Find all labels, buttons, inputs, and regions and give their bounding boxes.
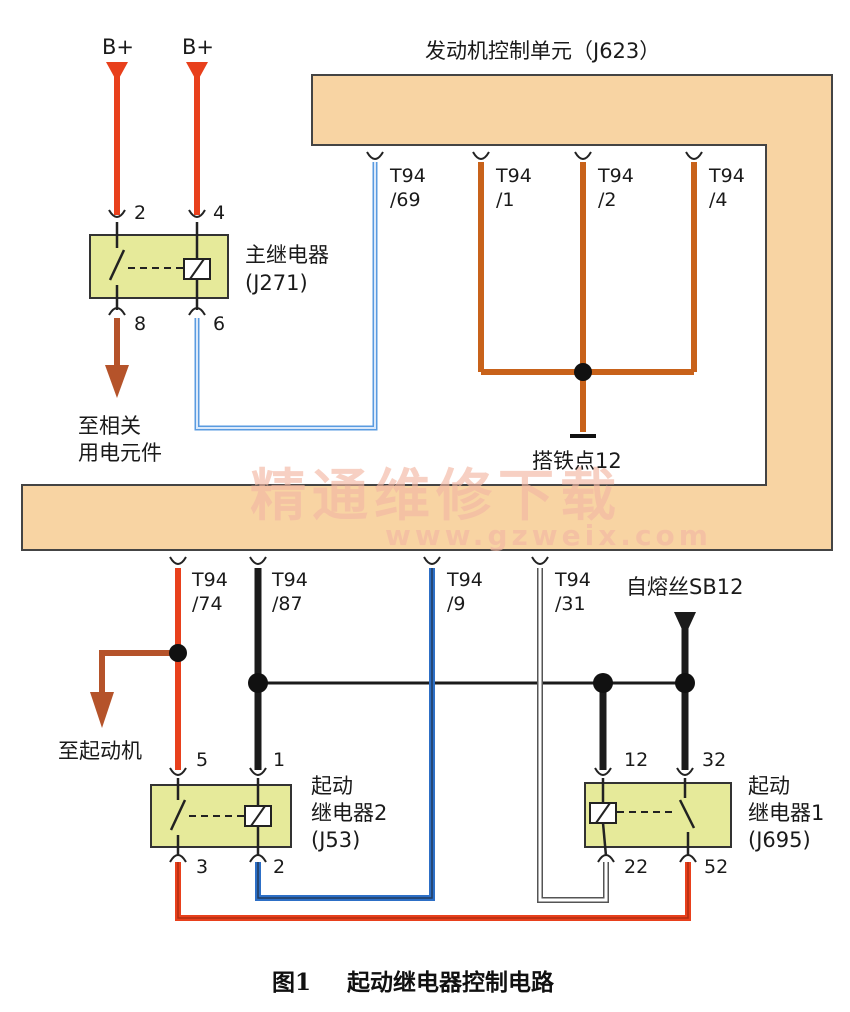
connector-label: T94 xyxy=(191,569,228,591)
figure-number: 图1 xyxy=(272,969,311,996)
connector-label: /74 xyxy=(192,593,223,615)
start-relay-2-switch-icon xyxy=(169,778,260,856)
ecu-title: 发动机控制单元（J623） xyxy=(425,39,660,63)
pin-label: 5 xyxy=(196,749,208,771)
starter-branch-wire xyxy=(99,650,178,700)
connector-label: T94 xyxy=(271,569,308,591)
pin-label: 12 xyxy=(624,749,648,771)
start-relay-1-switch-icon xyxy=(601,778,696,857)
connector-label: /31 xyxy=(555,593,586,615)
bplus-left-arrow xyxy=(106,62,128,82)
pin-label: 3 xyxy=(196,856,208,878)
watermark-text: 精通维修下载 xyxy=(250,463,622,529)
pin-label: 6 xyxy=(213,313,225,335)
start-relay-1-code: (J695) xyxy=(748,828,811,852)
pin-label: 8 xyxy=(134,313,146,335)
connector-hooks xyxy=(108,151,703,863)
start-relay-1-name-2: 继电器1 xyxy=(748,801,824,825)
start-relay-1-name: 起动 xyxy=(748,774,790,798)
main-relay-switch-icon xyxy=(108,222,199,310)
pin-label: 2 xyxy=(134,202,146,224)
pin-label: 32 xyxy=(702,749,726,771)
connector-label: /2 xyxy=(598,189,617,211)
bplus-left-label: B+ xyxy=(102,35,134,59)
connector-label: /69 xyxy=(390,189,421,211)
connector-label: T94 xyxy=(554,569,591,591)
to-loads-label-2: 用电元件 xyxy=(78,441,162,465)
bplus-right-arrow xyxy=(186,62,208,82)
start-relay-2-code: (J53) xyxy=(311,828,360,852)
relay1-ground-wire xyxy=(537,568,609,903)
watermark-url: www.gzweix.com xyxy=(385,519,712,552)
pin-label: 52 xyxy=(704,856,728,878)
connector-label: /87 xyxy=(272,593,303,615)
pin-label: 4 xyxy=(213,202,225,224)
bplus-right-label: B+ xyxy=(182,35,214,59)
pin-label: 22 xyxy=(624,856,648,878)
pin-label: 2 xyxy=(273,856,285,878)
starter-junction xyxy=(169,644,187,662)
to-starter-arrow xyxy=(90,692,114,728)
ground-junction xyxy=(574,363,592,381)
connector-label: T94 xyxy=(495,165,532,187)
ecu-body xyxy=(21,74,833,551)
to-loads-label: 至相关 xyxy=(78,414,141,438)
black-junction-mid xyxy=(593,673,613,693)
black-junction-left xyxy=(248,673,268,693)
connector-label: /9 xyxy=(447,593,466,615)
black-junction-right xyxy=(675,673,695,693)
figure-caption: 起动继电器控制电路 xyxy=(347,969,555,996)
main-relay-code: (J271) xyxy=(245,271,308,295)
pin-label: 1 xyxy=(273,749,285,771)
connector-label: T94 xyxy=(446,569,483,591)
connector-label: /4 xyxy=(709,189,728,211)
start-relay-2-name: 起动 xyxy=(311,774,353,798)
connector-label: /1 xyxy=(496,189,515,211)
connector-label: T94 xyxy=(389,165,426,187)
fuse-arrow xyxy=(674,612,696,636)
main-relay-name: 主继电器 xyxy=(245,243,329,267)
start-relay-2-name-2: 继电器2 xyxy=(311,801,387,825)
connector-label: T94 xyxy=(708,165,745,187)
to-starter-label: 至起动机 xyxy=(58,739,142,763)
fuse-label: 自熔丝SB12 xyxy=(626,575,743,599)
connector-label: T94 xyxy=(597,165,634,187)
ground-label: 搭铁点12 xyxy=(532,449,622,473)
to-loads-arrow xyxy=(105,365,129,398)
